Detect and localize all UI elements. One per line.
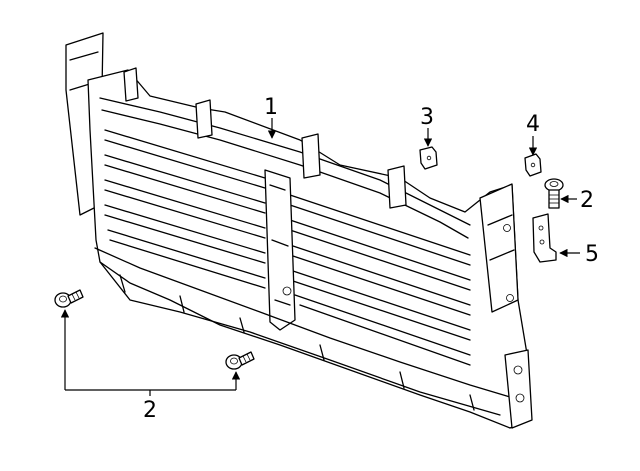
- screw-part-2-bottom: [225, 351, 255, 370]
- callout-2-bottom: 2: [143, 398, 157, 423]
- callout-2-right: 2: [580, 188, 594, 213]
- callout-5: 5: [585, 242, 599, 267]
- louver-slats-right: [289, 194, 471, 366]
- screw-part-2-left: [54, 289, 84, 308]
- leader-lines: [60, 118, 580, 396]
- callout-3: 3: [420, 105, 434, 130]
- bracket-part-5: [532, 213, 557, 263]
- bolt-part-2-right: [544, 178, 564, 209]
- clip-part-3: [419, 146, 438, 170]
- clip-part-4: [524, 153, 542, 177]
- grille-shutter-assembly: [65, 32, 533, 429]
- callout-4: 4: [526, 112, 540, 137]
- louver-slats-left: [104, 129, 266, 289]
- callout-1: 1: [264, 95, 278, 120]
